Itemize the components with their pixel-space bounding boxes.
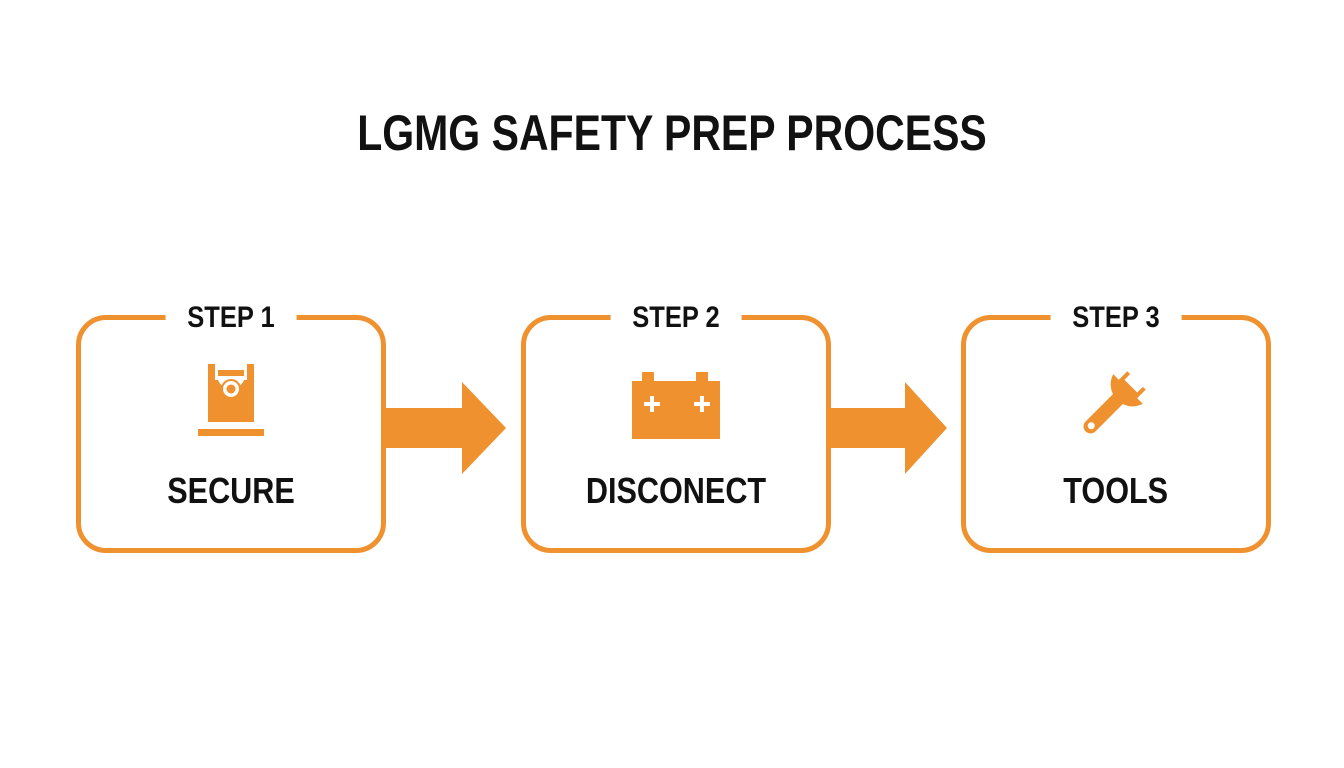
arrow-right-icon <box>829 382 947 474</box>
step-name: SECURE <box>167 470 295 511</box>
step-name: DISCONECT <box>585 470 767 511</box>
arrow-right-icon <box>386 382 506 474</box>
battery-icon <box>630 370 722 445</box>
step-label: STEP 3 <box>1050 300 1182 336</box>
page-title: LGMG SAFETY PREP PROCESS <box>357 105 987 161</box>
wrench-icon <box>1071 356 1161 451</box>
step-card-1: STEP 1 SECURE <box>76 300 386 553</box>
step-name: TOOLS <box>1063 470 1169 511</box>
step-label: STEP 2 <box>610 300 742 336</box>
step-label: STEP 1 <box>165 300 297 336</box>
wheel-chock-icon <box>198 362 264 447</box>
step-card-2: STEP 2 DISCONECT <box>521 300 831 553</box>
step-card-3: STEP 3 TOOLS <box>961 300 1271 553</box>
